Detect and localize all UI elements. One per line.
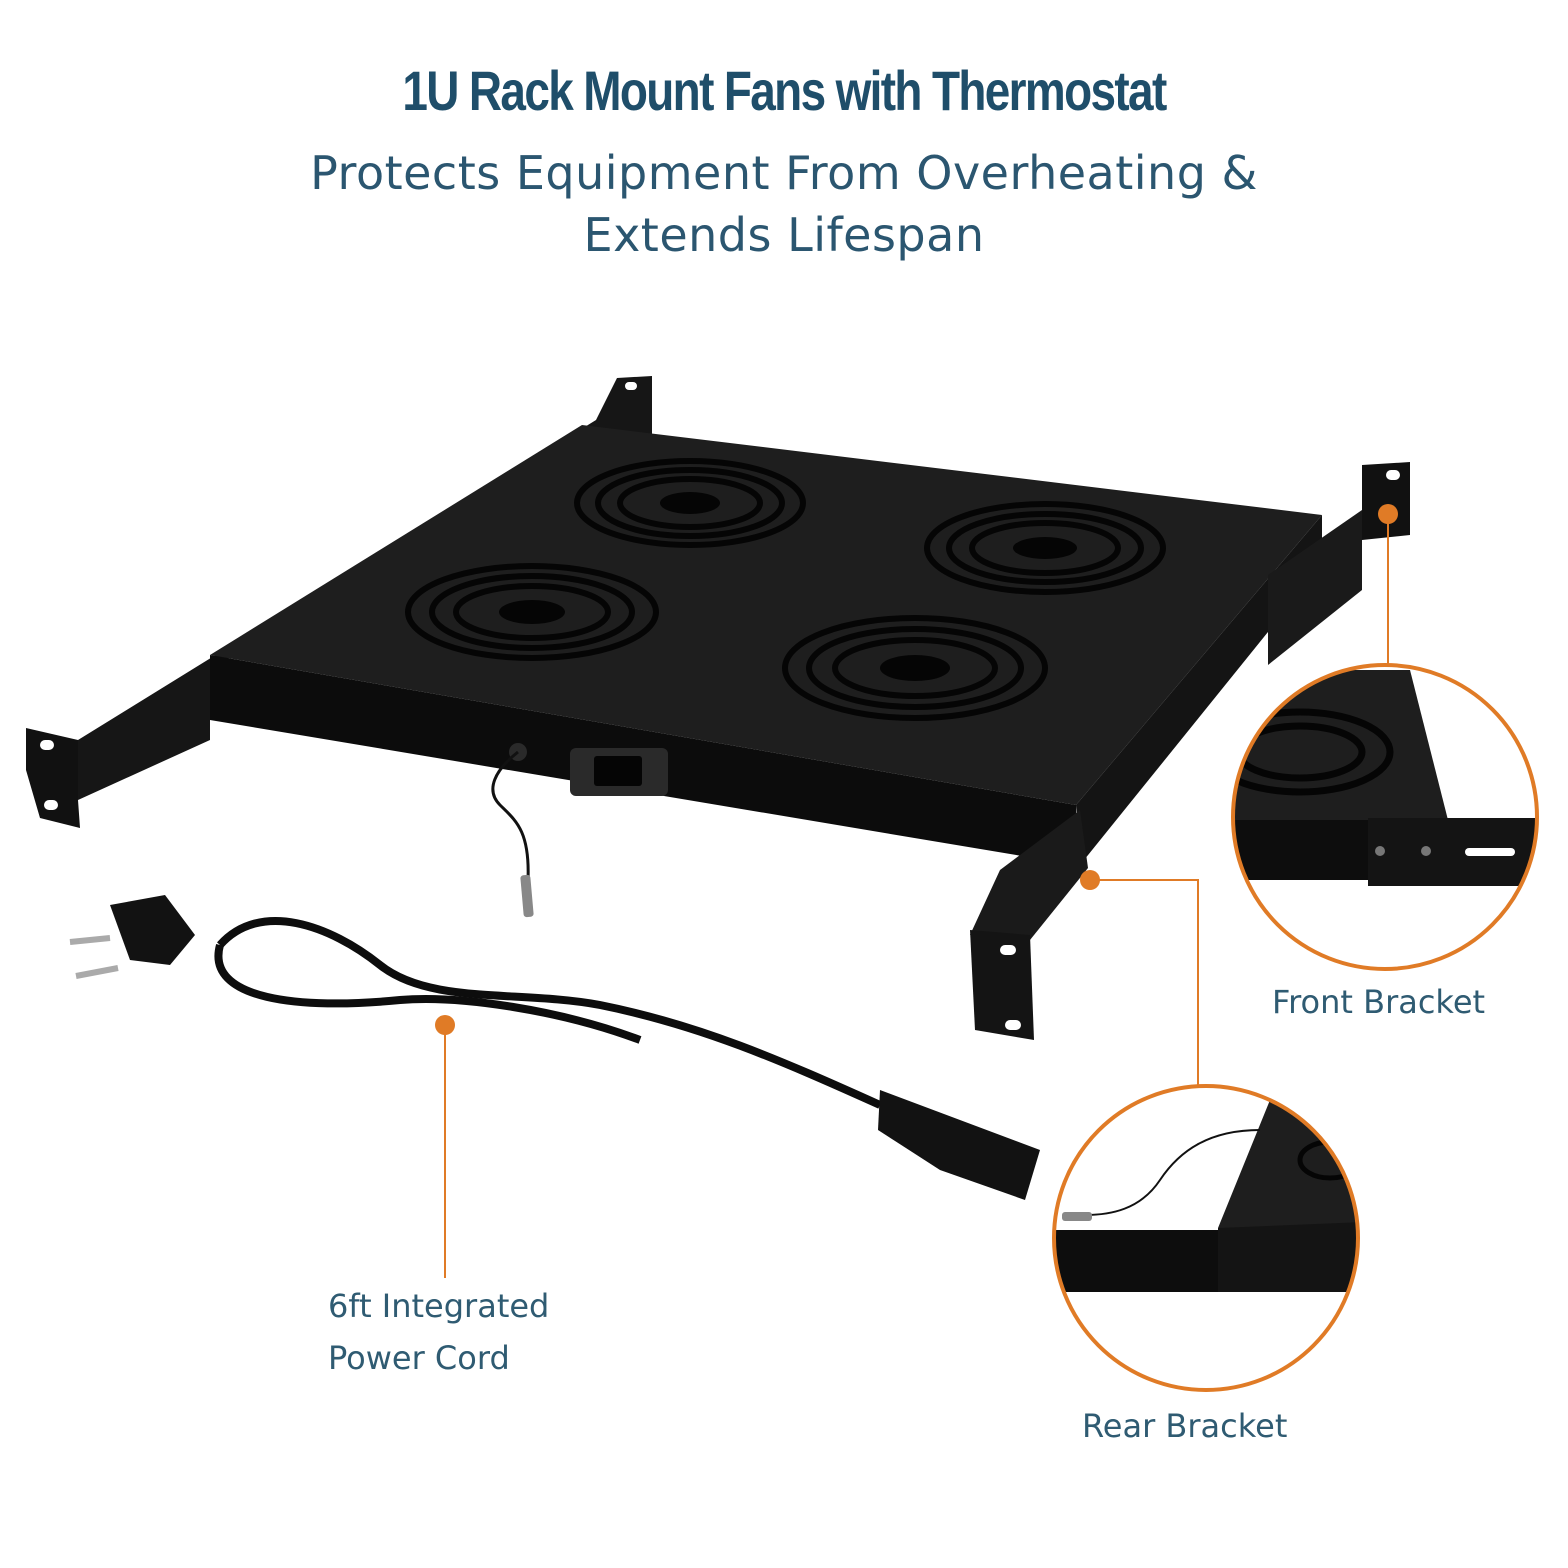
front-bracket-callout: [1231, 504, 1539, 971]
plug-pin: [75, 965, 119, 979]
fan-grille: [782, 615, 1048, 721]
power-cord: [69, 895, 1040, 1200]
plug: [110, 895, 195, 965]
power-cord-label-line-2: Power Cord: [328, 1339, 510, 1377]
power-cord-label-line-1: 6ft Integrated: [328, 1287, 550, 1325]
front-bracket-zoom-circle: [1231, 663, 1539, 971]
subtitle-line-1: Protects Equipment From Overheating &: [310, 146, 1258, 200]
plug-pin: [69, 935, 111, 945]
sensor-probe: [520, 874, 534, 918]
right-rack-rail: [970, 462, 1410, 1040]
rail-hole: [1005, 1020, 1021, 1030]
fan-tray: [210, 425, 1322, 918]
sensor-wire: [491, 750, 530, 881]
iec-connector: [878, 1090, 1040, 1200]
rail-hole: [44, 800, 58, 810]
rear-bracket-zoom-circle: [1052, 1084, 1360, 1392]
subtitle-line-2: Extends Lifespan: [583, 208, 985, 262]
page-title: 1U Rack Mount Fans with Thermostat: [402, 59, 1167, 122]
fan-grille: [405, 563, 659, 661]
rear-bracket-callout: [1052, 870, 1360, 1392]
rail-hole: [40, 740, 54, 750]
front-bracket-label: Front Bracket: [1272, 983, 1486, 1021]
power-cord-callout: [435, 1015, 455, 1278]
rail-hole: [1000, 945, 1016, 955]
rear-bracket-label: Rear Bracket: [1082, 1407, 1288, 1445]
fan-grille: [924, 501, 1166, 595]
rail-hole: [625, 382, 637, 390]
rail-hole: [1386, 470, 1400, 480]
fan-grille: [574, 458, 806, 548]
